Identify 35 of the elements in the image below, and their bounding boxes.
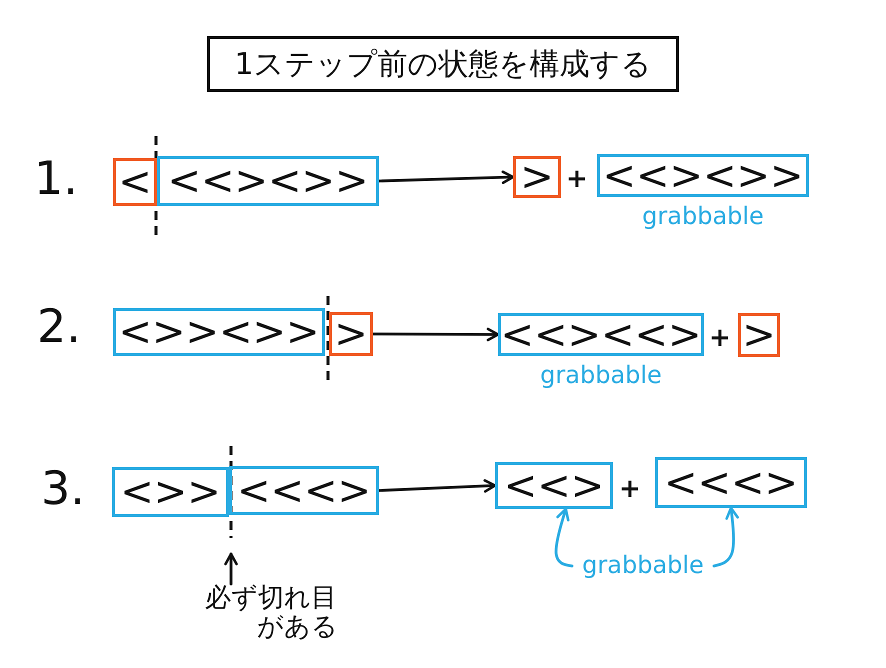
bracket-sequence: <>><>> — [118, 312, 320, 352]
sequence-box — [112, 467, 229, 517]
caption-text: grabbable — [539, 360, 663, 391]
note-text: 必ず切れ目がある — [205, 584, 348, 642]
bracket-sequence: <>> — [120, 472, 221, 512]
step-number: 2. — [37, 300, 81, 353]
bracket-sequence: <<> — [504, 466, 604, 506]
plus-sign: + — [566, 165, 588, 194]
bracket-sequence: > — [334, 314, 368, 354]
curved-arrow — [712, 506, 739, 568]
step-number: 1. — [34, 152, 78, 205]
bracket-sequence: <<><>> — [167, 161, 369, 201]
sequence-box — [229, 466, 379, 515]
caption-text: grabbable — [641, 201, 765, 232]
sequence-box — [655, 457, 807, 508]
sequence-box — [513, 156, 561, 198]
bracket-sequence: > — [742, 315, 776, 355]
sequence-box — [495, 462, 613, 509]
step-number: 3. — [41, 462, 85, 515]
plus-sign: + — [709, 324, 731, 353]
bracket-sequence: < — [118, 162, 152, 202]
bracket-sequence: <<><>> — [602, 156, 804, 196]
bracket-sequence: > — [520, 157, 554, 197]
plus-sign: + — [619, 475, 641, 504]
bracket-sequence: <<><<> — [500, 314, 702, 354]
arrow — [378, 170, 514, 184]
curved-arrow — [554, 508, 574, 568]
arrow — [224, 552, 238, 586]
title: 1ステップ前の状態を構成する — [207, 36, 679, 92]
arrow — [372, 328, 500, 342]
bracket-sequence: <<<> — [664, 462, 798, 502]
arrow — [378, 479, 496, 493]
bracket-sequence: <<<> — [236, 470, 372, 510]
sequence-box — [157, 156, 379, 206]
annotation-text: grabbable — [572, 550, 714, 582]
